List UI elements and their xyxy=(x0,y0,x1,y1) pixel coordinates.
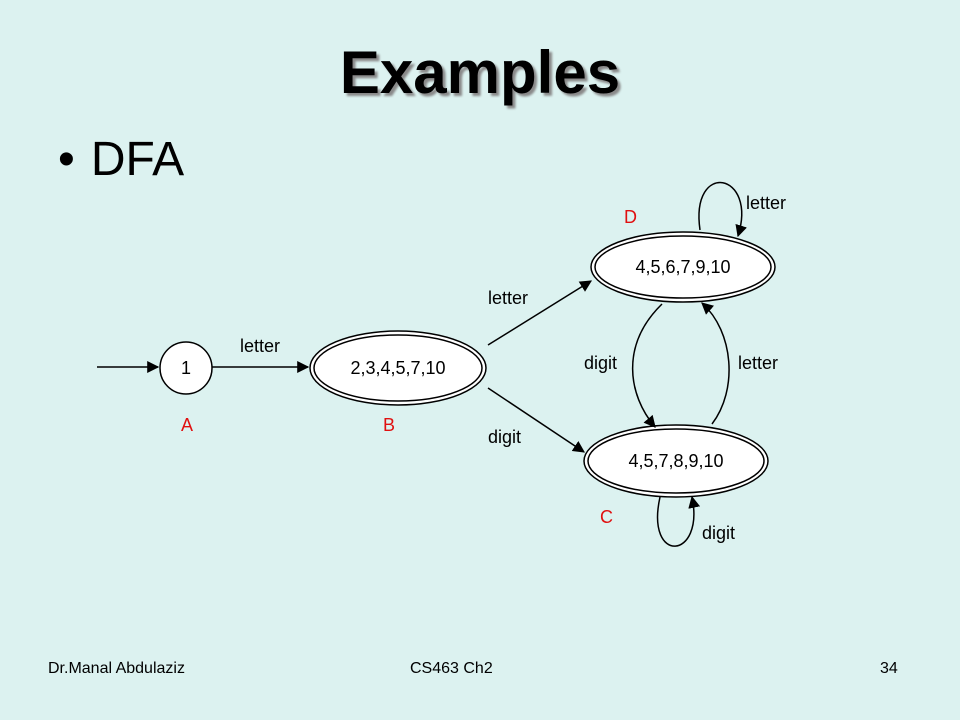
state-a-name: A xyxy=(181,415,193,435)
footer-course: CS463 Ch2 xyxy=(410,660,493,677)
edge-b-c xyxy=(487,387,585,453)
state-a: 1 xyxy=(159,341,213,395)
state-d-label: 4,5,6,7,9,10 xyxy=(635,257,730,277)
state-c: 4,5,7,8,9,10 xyxy=(583,424,769,498)
edge-a-b-label: letter xyxy=(240,336,280,356)
edge-d-d xyxy=(698,181,747,238)
edge-b-c-label: digit xyxy=(488,427,521,447)
edge-b-d-label: letter xyxy=(488,288,528,308)
state-b: 2,3,4,5,7,10 xyxy=(309,330,487,406)
state-c-name: C xyxy=(600,507,613,527)
edge-c-d xyxy=(701,302,730,425)
state-b-name: B xyxy=(383,415,395,435)
state-c-label: 4,5,7,8,9,10 xyxy=(628,451,723,471)
bullet-dot: • xyxy=(58,133,75,186)
edge-b-d xyxy=(487,280,593,346)
bullet-text: DFA xyxy=(90,133,185,186)
footer-page: 34 xyxy=(880,660,898,677)
state-d-name: D xyxy=(624,207,637,227)
slide-title: Examples xyxy=(339,39,621,106)
state-b-label: 2,3,4,5,7,10 xyxy=(350,358,445,378)
edge-d-c-label: digit xyxy=(584,353,617,373)
bullet-item: • DFA xyxy=(58,132,184,187)
edge-c-c xyxy=(656,495,701,547)
state-a-label: 1 xyxy=(181,358,191,378)
edge-c-d-label: letter xyxy=(738,353,778,373)
state-d: 4,5,6,7,9,10 xyxy=(590,231,776,303)
edge-d-c xyxy=(632,303,663,428)
footer-author: Dr.Manal Abdulaziz xyxy=(48,660,185,677)
edge-c-c-label: digit xyxy=(702,523,735,543)
edge-d-d-label: letter xyxy=(746,193,786,213)
